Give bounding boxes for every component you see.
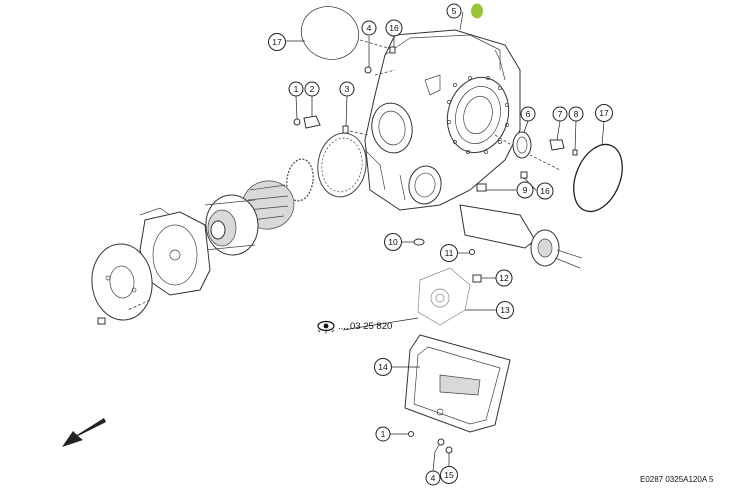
svg-text:1: 1: [294, 84, 299, 94]
svg-text:9: 9: [523, 185, 528, 195]
bearing-ring-6: [512, 131, 532, 159]
callout-11: 11: [440, 244, 458, 262]
green-marker-dot: [471, 3, 483, 19]
callout-10: 10: [384, 233, 402, 251]
svg-text:13: 13: [500, 305, 510, 315]
screw-16-bottom: [520, 171, 528, 179]
gasket-left: [317, 132, 367, 198]
screw-16-top: [389, 46, 396, 54]
callout-1-left: 1: [288, 81, 304, 97]
o-ring-left: [286, 158, 314, 202]
cross-reference[interactable]: .... 03 25 820: [317, 320, 392, 334]
screw-8: [572, 149, 578, 156]
callout-8: 8: [568, 106, 584, 122]
gearbox-housing: [364, 29, 521, 211]
svg-text:11: 11: [445, 248, 454, 258]
svg-text:8: 8: [574, 109, 579, 119]
axis-line: [359, 39, 396, 51]
plug-9: [476, 183, 487, 192]
callout-1-bottom: 1: [375, 426, 391, 442]
callout-14: 14: [374, 358, 392, 376]
cross-reference-label: ....: [338, 321, 349, 332]
axis-line: [344, 129, 369, 136]
callout-16-bottom: 16: [536, 182, 554, 200]
svg-text:10: 10: [388, 237, 398, 247]
plug-1-bottom: [408, 431, 414, 437]
callout-15: 15: [440, 466, 458, 484]
callout-2: 2: [304, 81, 320, 97]
plug-1-left: [293, 118, 301, 126]
axis-line: [374, 69, 396, 76]
svg-text:5: 5: [452, 6, 457, 16]
oil-pan-14: [404, 334, 511, 433]
callout-17-left: 17: [268, 33, 286, 51]
plug-15: [445, 446, 453, 454]
screw-12: [472, 274, 482, 283]
drawing-code: E0287 0325A120A 5: [640, 475, 714, 484]
o-ring-10: [413, 238, 425, 246]
callout-9: 9: [516, 181, 534, 199]
svg-text:15: 15: [444, 470, 454, 480]
callout-13: 13: [496, 301, 514, 319]
breather-2: [303, 115, 321, 129]
svg-text:12: 12: [499, 273, 509, 283]
eye-icon: [317, 320, 335, 334]
svg-text:1: 1: [381, 429, 386, 439]
svg-text:16: 16: [389, 23, 399, 33]
arrow-down-left-icon: [62, 418, 106, 447]
svg-text:14: 14: [378, 362, 388, 372]
svg-text:6: 6: [526, 109, 531, 119]
differential-assembly: [204, 180, 295, 256]
callout-16-top: 16: [385, 19, 403, 37]
callout-3: 3: [339, 81, 355, 97]
o-ring-17-right: [573, 143, 623, 213]
callout-12: 12: [495, 269, 513, 287]
svg-text:3: 3: [345, 84, 350, 94]
brake-disc: [91, 243, 153, 321]
valve-block-13: [417, 267, 471, 326]
bracket-7: [549, 139, 565, 151]
callout-6: 6: [520, 106, 536, 122]
plug-4-bottom: [437, 438, 445, 446]
screw-3: [342, 125, 349, 134]
output-shaft-assembly: [459, 204, 583, 269]
callout-5: 5: [446, 3, 462, 19]
svg-text:4: 4: [367, 23, 372, 33]
cross-reference-number[interactable]: 03 25 820: [350, 321, 392, 332]
callout-4-top: 4: [361, 20, 377, 36]
svg-text:17: 17: [599, 108, 609, 118]
callout-7: 7: [552, 106, 568, 122]
pin-11: [469, 249, 475, 255]
axis-line: [127, 299, 151, 311]
svg-text:4: 4: [431, 473, 436, 483]
callout-4-bottom: 4: [425, 470, 441, 486]
svg-text:2: 2: [310, 84, 315, 94]
svg-text:16: 16: [540, 186, 550, 196]
svg-text:7: 7: [558, 109, 563, 119]
callout-17-right: 17: [595, 104, 613, 122]
screw-bottom-left: [97, 317, 106, 325]
o-ring-17-left: [300, 6, 360, 60]
svg-text:17: 17: [272, 37, 282, 47]
plug-4-top: [364, 66, 372, 74]
